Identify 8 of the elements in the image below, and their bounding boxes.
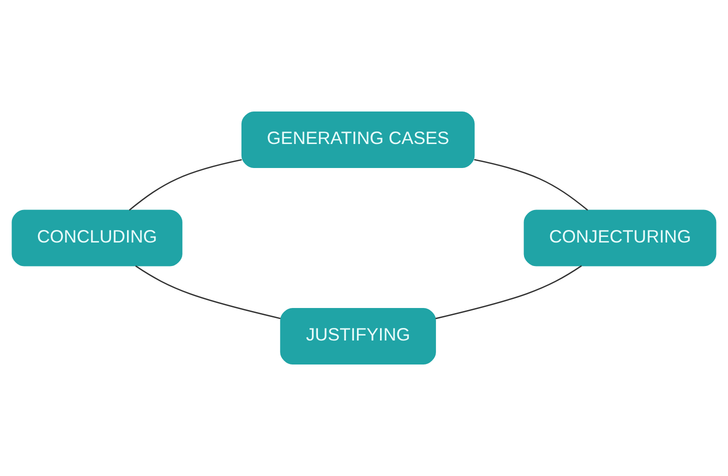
node-box: CONCLUDING [12,210,182,266]
node-box: CONJECTURING [524,210,716,266]
node-box: GENERATING CASES [241,111,475,168]
connector [435,265,582,320]
connector [474,158,588,211]
node-box: JUSTIFYING [280,308,436,365]
connector [135,265,281,320]
connector [128,159,242,211]
